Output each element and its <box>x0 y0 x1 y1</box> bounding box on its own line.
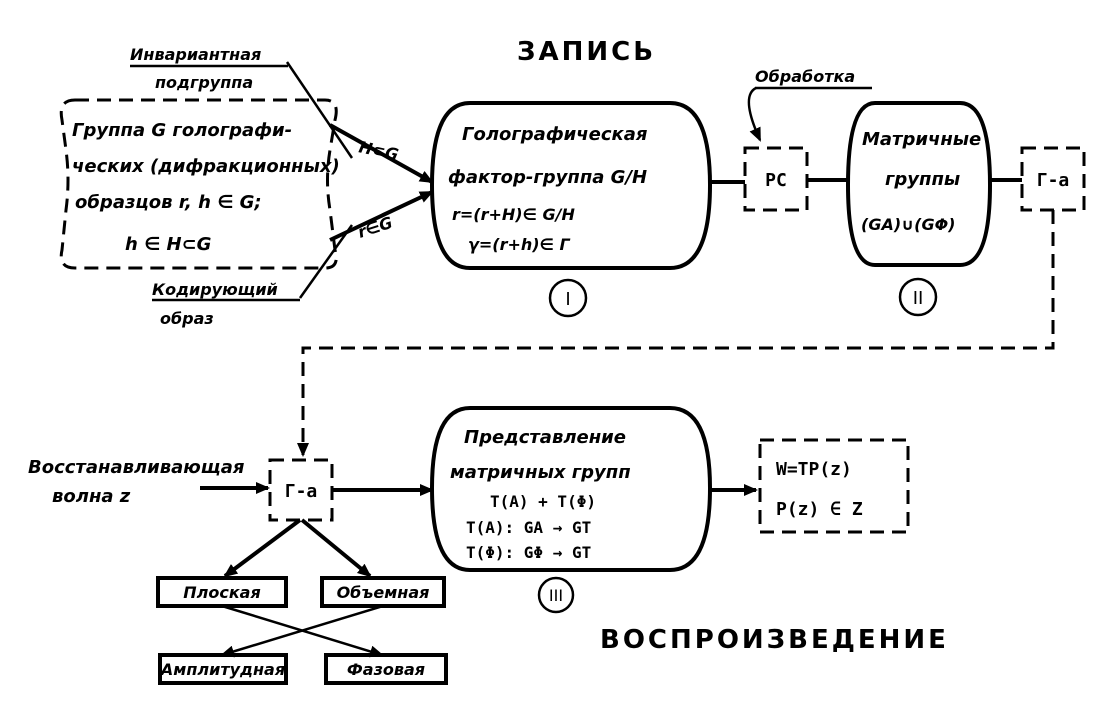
ga-bottom-label: Г-а <box>285 481 318 502</box>
matrix-line2: группы <box>885 169 960 190</box>
phase-box <box>324 653 448 685</box>
result-line1: W=TP(z) <box>776 459 852 480</box>
phase-label: Фазовая <box>347 660 425 679</box>
leader-coding <box>298 224 354 299</box>
label-restore-1: Восстанавливающая <box>28 457 245 478</box>
amplitude-box <box>158 653 288 685</box>
matrix-groups-box <box>845 101 993 267</box>
label-coding-2: образ <box>160 309 214 328</box>
rep-line2: матричных групп <box>450 462 631 483</box>
num-circle-3 <box>537 576 575 614</box>
group-g-line3: образцов r, h ∈ G; <box>75 192 262 213</box>
num-circle-1 <box>548 278 588 318</box>
arrow-reg <box>329 190 434 242</box>
num-circle-2 <box>898 277 938 317</box>
label-invariant-2: подгруппа <box>155 73 253 92</box>
holo-line2: фактор-группа G/H <box>448 167 647 188</box>
volume-label: Объемная <box>337 583 430 602</box>
flat-label: Плоская <box>183 583 261 602</box>
amplitude-label: Амплитудная <box>159 660 285 679</box>
holo-line3: r=(r+H)∈ G/H <box>452 205 576 224</box>
num-label-1: I <box>565 289 570 310</box>
title-reproduce: ВОСПРОИЗВЕДЕНИЕ <box>600 625 949 655</box>
arrow-to-flat <box>223 518 302 578</box>
arrow-processing <box>747 86 762 142</box>
rep-line5: T(Φ): GΦ → GT <box>466 543 591 562</box>
leader-invariant <box>285 61 354 159</box>
dashed-connector <box>297 210 1055 457</box>
num-label-3: III <box>549 586 563 605</box>
label-processing: Обработка <box>755 67 855 86</box>
arrow-hcg <box>329 123 434 184</box>
group-g-line2: ческих (дифракционных) <box>72 156 340 177</box>
pc-label: PC <box>765 170 787 191</box>
representation-box <box>429 406 713 572</box>
holo-factor-box <box>429 101 713 270</box>
label-reg: r∈G <box>355 213 395 242</box>
rep-line4: T(A): GA → GT <box>466 518 591 537</box>
label-hcg: H⊂G <box>357 137 400 164</box>
num-label-2: II <box>913 288 924 309</box>
title-record: ЗАПИСЬ <box>517 37 656 67</box>
ga-top-label: Г-а <box>1037 170 1070 191</box>
rep-line3: T(A) + T(Φ) <box>490 492 596 511</box>
rep-line1: Представление <box>464 427 626 448</box>
group-g-line1: Группа G голографи- <box>72 120 292 141</box>
group-g-box <box>59 98 338 270</box>
result-box <box>758 438 910 534</box>
group-g-line4: h ∈ H⊂G <box>125 234 211 255</box>
holo-line1: Голографическая <box>462 124 648 145</box>
arrow-volume-amplitude <box>220 604 384 658</box>
arrow-to-volume <box>300 518 372 578</box>
matrix-line1: Матричные <box>862 129 981 150</box>
holo-line4: γ=(r+h)∈ Γ <box>468 235 571 254</box>
result-line2: P(z) ∈ Z <box>776 499 863 520</box>
label-invariant-1: Инвариантная <box>130 45 261 64</box>
label-coding-1: Кодирующий <box>152 280 278 299</box>
label-restore-2: волна z <box>52 486 131 507</box>
matrix-line3: (GA)∪(GΦ) <box>861 215 956 234</box>
